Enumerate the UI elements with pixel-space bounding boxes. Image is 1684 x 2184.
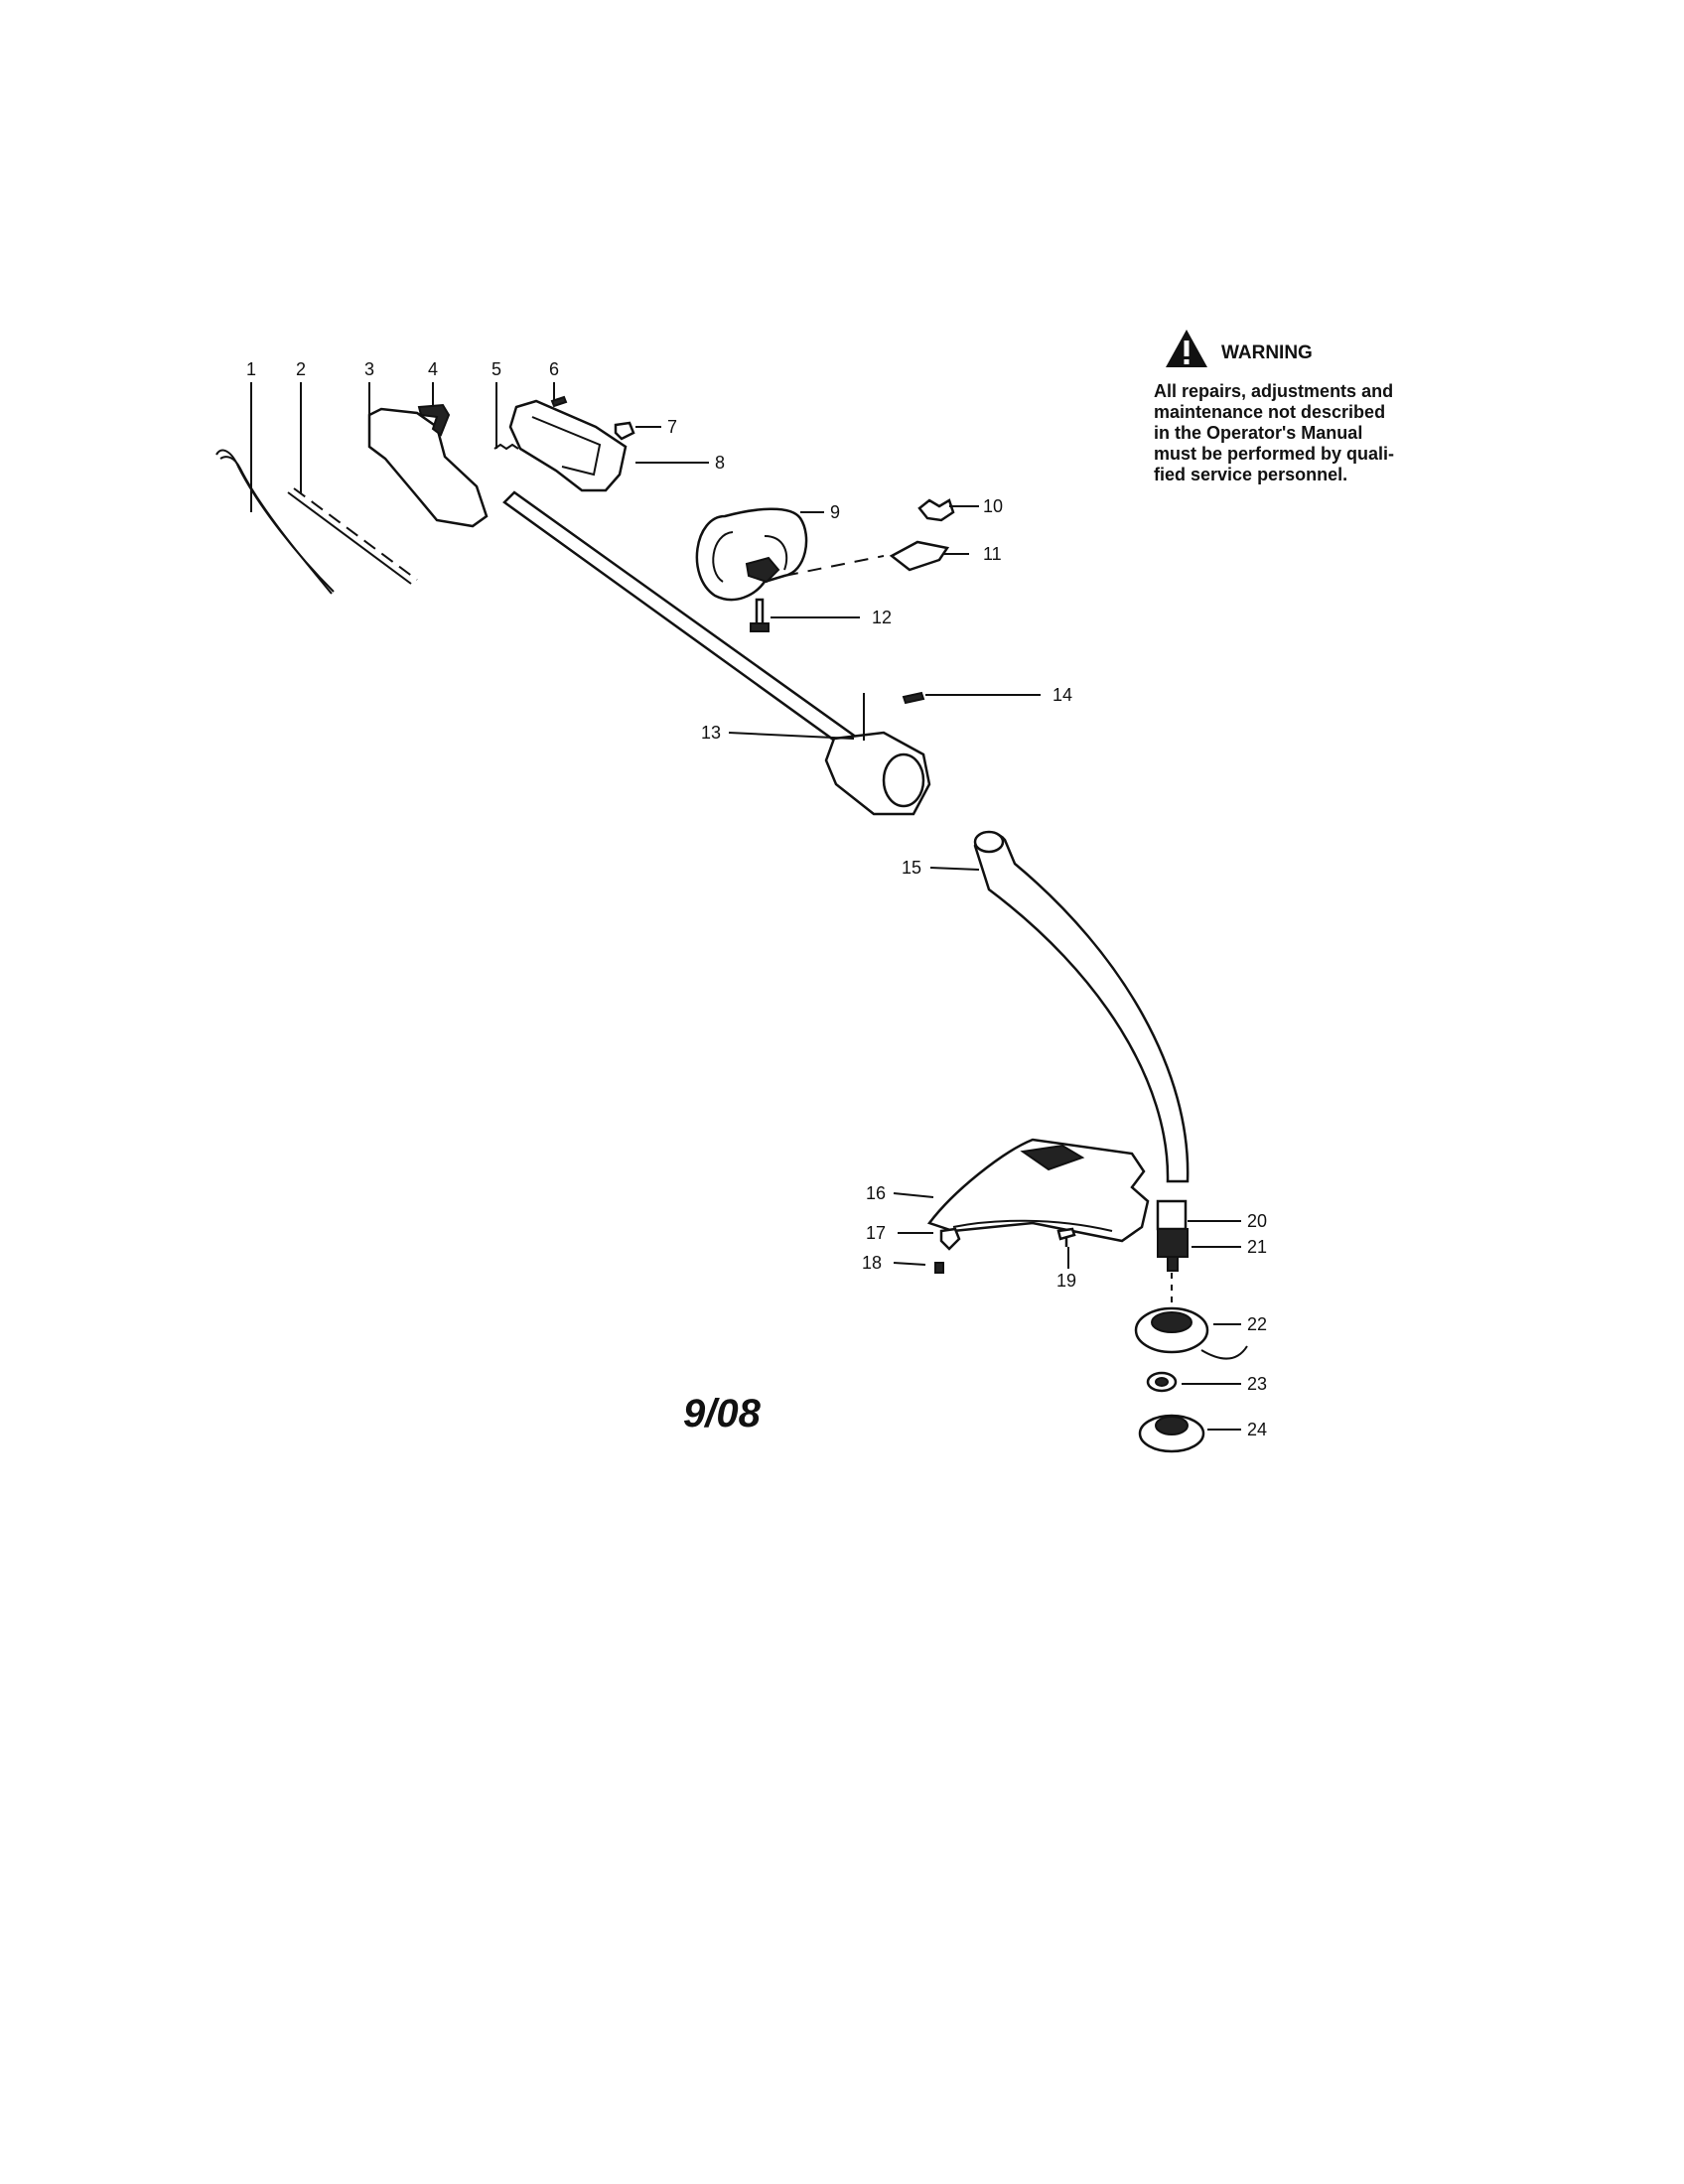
warning-line: fied service personnel. (1154, 465, 1348, 484)
callout-18: 18 (862, 1253, 882, 1273)
part-3-handle-housing-left (367, 407, 489, 528)
callout-14: 14 (1052, 685, 1072, 705)
part-10-wing-nut (917, 498, 955, 522)
callout-6: 6 (549, 359, 559, 379)
part-4-trigger (417, 403, 451, 437)
callout-16: 16 (866, 1183, 886, 1203)
callout-10: 10 (983, 496, 1003, 516)
part-12-bolt (750, 598, 770, 632)
callout-9: 9 (830, 502, 840, 522)
warning-line: in the Operator's Manual (1154, 423, 1363, 443)
callout-23: 23 (1247, 1374, 1267, 1394)
part-23-washer (1146, 1371, 1178, 1393)
part-24-bump-knob (1138, 1414, 1205, 1453)
callout-22: 22 (1247, 1314, 1267, 1334)
callout-labels: 1 2 3 4 5 6 7 8 9 10 11 12 13 14 15 16 1… (246, 359, 1267, 1439)
part-22-spool (1134, 1306, 1248, 1360)
part-19-bolt (1056, 1227, 1076, 1247)
callout-2: 2 (296, 359, 306, 379)
warning-line: All repairs, adjustments and (1154, 381, 1394, 401)
part-13-shaft (502, 490, 931, 816)
callout-21: 21 (1247, 1237, 1267, 1257)
part-2-wire (287, 487, 418, 585)
part-14-screw (902, 691, 925, 705)
callout-5: 5 (491, 359, 501, 379)
callout-8: 8 (715, 453, 725, 473)
callout-4: 4 (428, 359, 438, 379)
part-9-loop-handle (695, 507, 808, 602)
callout-24: 24 (1247, 1420, 1267, 1439)
part-17-nut (939, 1227, 961, 1251)
warning-line: maintenance not described (1154, 402, 1386, 422)
callout-20: 20 (1247, 1211, 1267, 1231)
leader-lines (250, 382, 1241, 1431)
part-1-throttle-cable (215, 449, 335, 595)
part-20-21-gear-head (1156, 1199, 1189, 1272)
revision-date: 9/08 (683, 1392, 761, 1435)
warning-line: must be performed by quali- (1154, 444, 1395, 464)
callout-19: 19 (1056, 1271, 1076, 1291)
callout-13: 13 (701, 723, 721, 743)
part-6-screw (550, 395, 568, 408)
warning-title: WARNING (1221, 342, 1313, 363)
callout-11: 11 (983, 544, 1002, 564)
callout-12: 12 (872, 608, 892, 627)
warning-triangle-icon (1166, 330, 1207, 367)
part-15-curved-shaft (973, 830, 1190, 1183)
callout-3: 3 (364, 359, 374, 379)
part-11-bracket (889, 540, 950, 572)
callout-7: 7 (667, 417, 677, 437)
part-5-spring (493, 443, 519, 451)
part-8-handle-housing-right (508, 399, 628, 492)
callout-15: 15 (902, 858, 921, 878)
part-16-guard (926, 1138, 1150, 1243)
part-18-screw (934, 1262, 944, 1274)
part-7-clip (614, 421, 635, 441)
callout-1: 1 (246, 359, 256, 379)
warning-text: All repairs, adjustments and maintenance… (1154, 381, 1442, 485)
callout-17: 17 (866, 1223, 886, 1243)
